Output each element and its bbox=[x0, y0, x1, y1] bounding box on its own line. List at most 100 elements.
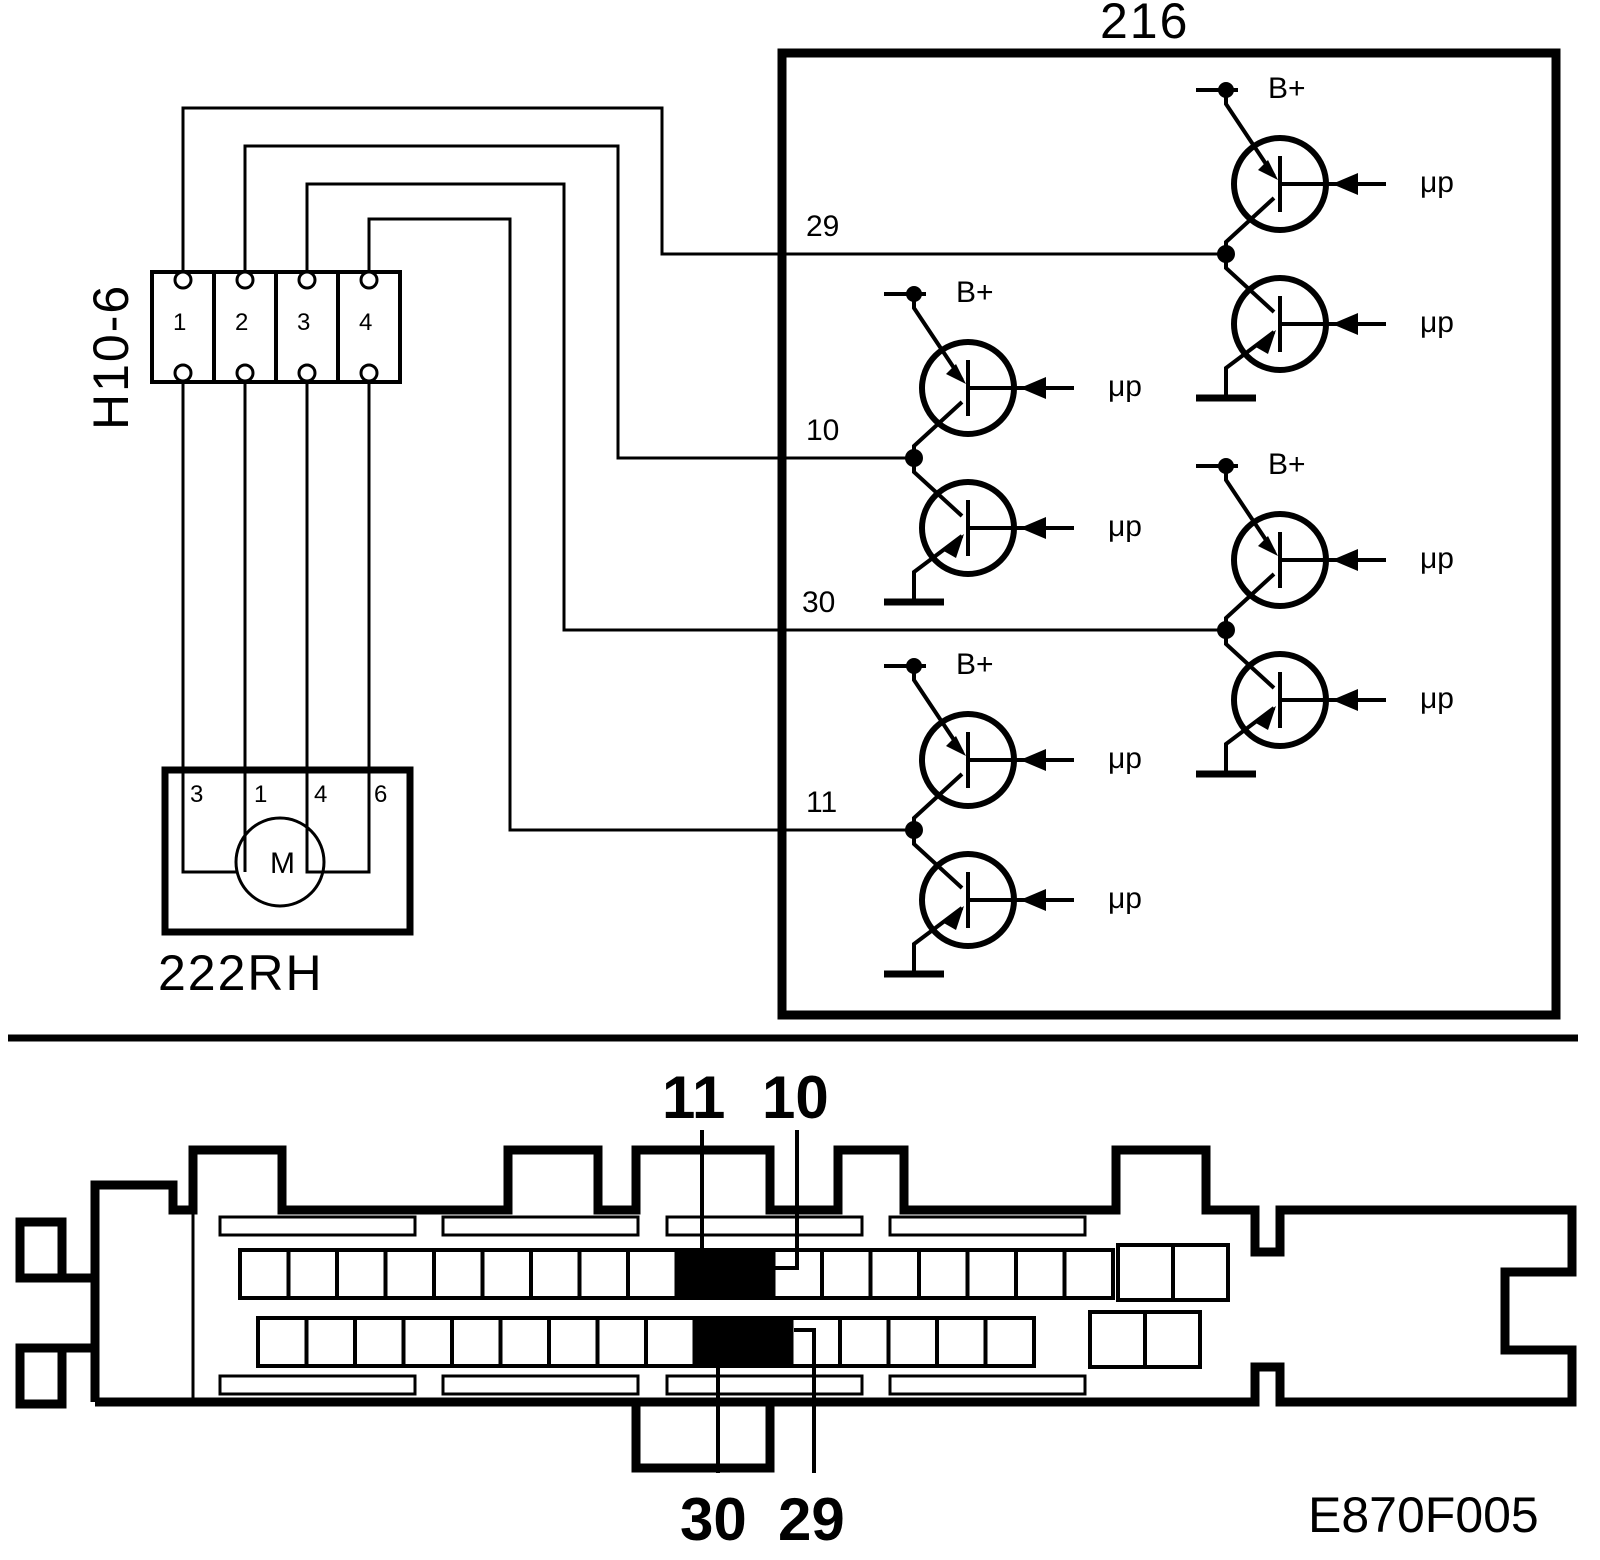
supply-label: B+ bbox=[956, 276, 994, 309]
emitter-arrow bbox=[1254, 706, 1276, 730]
bottom-row-pin bbox=[256, 1316, 309, 1368]
motor-pin-6: 6 bbox=[374, 781, 387, 808]
bottom-row-pin bbox=[935, 1316, 988, 1368]
ecu-connector-inner bbox=[191, 1210, 1230, 1402]
pin-label-29: 29 bbox=[778, 1486, 845, 1553]
low-side-collector-lead bbox=[912, 458, 964, 518]
low-side-collector-lead bbox=[1224, 630, 1276, 690]
top-row-pin bbox=[1014, 1248, 1067, 1300]
bottom-row-pin bbox=[304, 1316, 357, 1368]
emitter-arrow bbox=[942, 534, 964, 558]
supply-label: B+ bbox=[1268, 72, 1306, 105]
control-arrow bbox=[1332, 313, 1358, 335]
terminal-30: 30 bbox=[802, 586, 835, 619]
top-row-pin bbox=[480, 1248, 533, 1300]
driver-stage-1: μp μp B+ bbox=[1196, 72, 1454, 402]
collector-lead bbox=[1224, 466, 1276, 554]
bottom-row-pin bbox=[886, 1316, 939, 1368]
control-arrow bbox=[1332, 689, 1358, 711]
driver-stage-2: μp μp B+ bbox=[884, 276, 1142, 606]
pin-label-30: 30 bbox=[680, 1486, 747, 1553]
pin-label-11: 11 bbox=[662, 1064, 725, 1131]
top-row-pin bbox=[238, 1248, 291, 1300]
mp-label: μp bbox=[1108, 742, 1142, 775]
connector-pin-2: 2 bbox=[235, 309, 248, 336]
connector-pin-4: 4 bbox=[359, 309, 372, 336]
collector-lead bbox=[912, 666, 964, 754]
mp-label: μp bbox=[1108, 510, 1142, 543]
figure-code: E870F005 bbox=[1308, 1487, 1539, 1543]
motor-pin-3: 3 bbox=[190, 781, 203, 808]
motor-wires bbox=[181, 381, 371, 874]
bottom-row-pin bbox=[401, 1316, 454, 1368]
supply-label: B+ bbox=[956, 648, 994, 681]
mp-label: μp bbox=[1420, 542, 1454, 575]
top-row-pin bbox=[529, 1248, 582, 1300]
mp-label: μp bbox=[1108, 370, 1142, 403]
connector-pin-3: 3 bbox=[297, 309, 310, 336]
top-row-pin bbox=[868, 1248, 921, 1300]
collector-lead bbox=[912, 294, 964, 382]
control-arrow bbox=[1332, 549, 1358, 571]
top-row-pin bbox=[1062, 1248, 1115, 1300]
mp-label: μp bbox=[1420, 306, 1454, 339]
top-row-pin bbox=[432, 1248, 485, 1300]
top-row-pin bbox=[577, 1248, 630, 1300]
emitter-arrow bbox=[1258, 536, 1278, 556]
top-row-pin bbox=[286, 1248, 339, 1300]
control-arrow bbox=[1020, 377, 1046, 399]
ecu-wires bbox=[181, 106, 1224, 832]
top-row-pin bbox=[965, 1248, 1018, 1300]
bottom-row-pin bbox=[595, 1316, 648, 1368]
control-arrow bbox=[1020, 749, 1046, 771]
terminal-10: 10 bbox=[806, 414, 839, 447]
ecu-module-box bbox=[777, 48, 1561, 1020]
mp-label: μp bbox=[1420, 682, 1454, 715]
pin-label-10: 10 bbox=[762, 1064, 829, 1131]
control-arrow bbox=[1020, 517, 1046, 539]
low-side-collector-lead bbox=[1224, 254, 1276, 314]
connector-pin-1: 1 bbox=[173, 309, 186, 336]
collector-lead bbox=[1224, 90, 1276, 178]
mp-label: μp bbox=[1420, 166, 1454, 199]
emitter-arrow bbox=[942, 906, 964, 930]
top-row-pin bbox=[723, 1248, 776, 1300]
connector-h10-6 bbox=[150, 270, 402, 384]
motor-label: 222RH bbox=[158, 945, 324, 1001]
ecu-connector-pins bbox=[238, 1248, 1115, 1368]
bottom-row-pin bbox=[498, 1316, 551, 1368]
bottom-row-pin bbox=[741, 1316, 794, 1368]
control-arrow bbox=[1332, 173, 1358, 195]
motor-pin-4: 4 bbox=[314, 781, 327, 808]
motor-symbol-letter: M bbox=[270, 847, 295, 880]
emitter-arrow bbox=[1258, 160, 1278, 180]
ecu-connector-housing bbox=[15, 1145, 1577, 1473]
bottom-row-pin bbox=[353, 1316, 406, 1368]
bottom-row-pin bbox=[644, 1316, 697, 1368]
low-side-collector-lead bbox=[912, 830, 964, 890]
connector-label: H10-6 bbox=[83, 284, 139, 430]
top-row-pin bbox=[626, 1248, 679, 1300]
bottom-row-pin bbox=[983, 1316, 1036, 1368]
terminal-11: 11 bbox=[806, 786, 837, 819]
top-row-pin bbox=[917, 1248, 970, 1300]
ecu-module-label: 216 bbox=[1100, 0, 1189, 49]
top-row-pin bbox=[674, 1248, 727, 1300]
emitter-arrow bbox=[1254, 330, 1276, 354]
emitter-arrow bbox=[946, 736, 966, 756]
terminal-29: 29 bbox=[806, 210, 839, 243]
top-row-pin bbox=[383, 1248, 436, 1300]
mp-label: μp bbox=[1108, 882, 1142, 915]
motor-box bbox=[161, 766, 414, 936]
bottom-row-pin bbox=[838, 1316, 891, 1368]
bottom-row-pin bbox=[450, 1316, 503, 1368]
driver-stage-4: μp μp B+ bbox=[884, 648, 1142, 978]
bottom-row-pin bbox=[547, 1316, 600, 1368]
motor-symbol bbox=[234, 816, 326, 908]
control-arrow bbox=[1020, 889, 1046, 911]
top-row-pin bbox=[335, 1248, 388, 1300]
emitter-arrow bbox=[946, 364, 966, 384]
